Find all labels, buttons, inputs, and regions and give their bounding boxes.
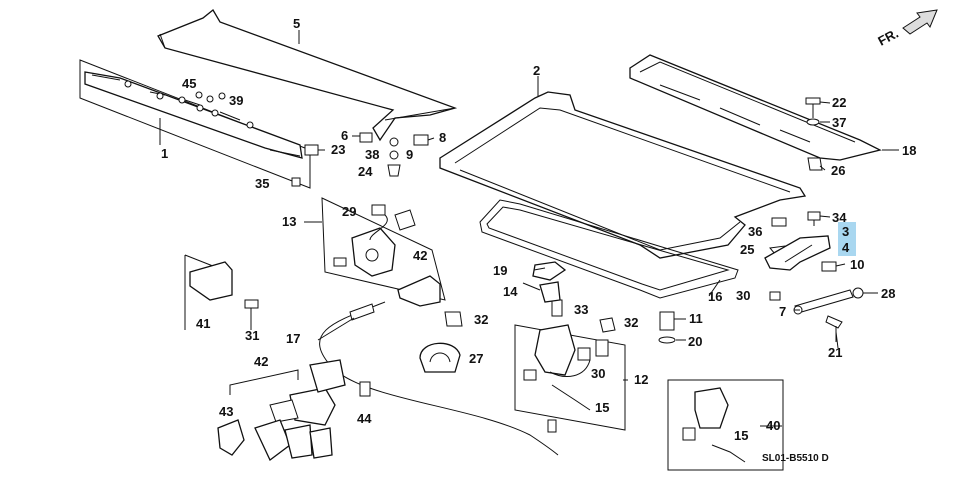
bumper-11-21 (658, 311, 676, 344)
lock-detail-box (667, 379, 784, 471)
callout-5: 5 (293, 16, 300, 31)
front-direction-arrow: FR. (875, 9, 938, 49)
callout-41: 40 (766, 418, 780, 433)
callout-24: 23 (331, 142, 345, 157)
callout-27: 26 (831, 163, 845, 178)
bolts-32-33 (444, 311, 616, 333)
clips-46-40 (195, 91, 226, 103)
hinge-part (764, 235, 837, 272)
striker-bracket-part (532, 261, 567, 303)
callout-28: 27 (469, 351, 483, 366)
callout-labels: 1 2 3 4 5 6 7 8 9 10 11 12 13 14 15 15 1… (161, 16, 916, 443)
callout-29: 28 (881, 286, 895, 301)
rear-trim-part (629, 54, 882, 161)
weatherstrip-part (479, 199, 739, 299)
callout-8: 8 (439, 130, 446, 145)
callout-31: 30 (736, 288, 750, 303)
callout-11: 11 (689, 311, 703, 326)
callout-14: 14 (503, 284, 518, 299)
callout-42-b: 42 (413, 248, 427, 263)
callout-18: 17 (286, 331, 300, 346)
callout-9: 9 (406, 147, 413, 162)
leader-lines (159, 30, 899, 427)
callout-38: 37 (832, 115, 846, 130)
callout-2: 2 (533, 63, 540, 78)
callout-25: 24 (358, 164, 373, 179)
lock-assembly-box (514, 299, 626, 431)
callout-37: 36 (748, 224, 762, 239)
cable-clamp-part (419, 342, 461, 373)
callout-35: 34 (832, 210, 847, 225)
callout-23: 22 (832, 95, 846, 110)
callout-6: 6 (341, 128, 348, 143)
callout-43: 42 (254, 354, 268, 369)
callout-45: 44 (357, 411, 372, 426)
callout-46: 45 (182, 76, 196, 91)
small-parts-center (291, 132, 429, 187)
diagram-code: SL01-B5510 D (762, 453, 829, 464)
callout-12: 12 (634, 372, 648, 387)
spoiler-part (157, 9, 458, 142)
callout-30-b: 30 (591, 366, 605, 381)
callout-44: 43 (219, 404, 233, 419)
callout-42-a: 41 (196, 316, 210, 331)
key-cylinder-group (217, 359, 371, 461)
left-latch-part (184, 254, 259, 330)
callout-16: 16 (708, 289, 722, 304)
callout-10: 10 (850, 257, 864, 272)
callout-4: 4 (842, 240, 850, 255)
callout-39: 38 (365, 147, 379, 162)
callout-34: 33 (574, 302, 588, 317)
callout-32-a: 31 (245, 328, 259, 343)
callout-19: 18 (902, 143, 916, 158)
callout-22: 21 (828, 345, 842, 360)
callout-20: 19 (493, 263, 507, 278)
callout-30-a: 29 (342, 204, 356, 219)
latch-assembly-box (321, 197, 446, 307)
release-cable-part (319, 301, 559, 456)
callout-21: 20 (688, 334, 702, 349)
callout-36: 35 (255, 176, 269, 191)
callout-7: 7 (779, 304, 786, 319)
trunk-lid-part (439, 91, 807, 259)
callout-3: 3 (842, 224, 849, 239)
callout-3-4-highlight (838, 222, 856, 256)
callout-32-b: 32 (474, 312, 488, 327)
callout-1: 1 (161, 146, 168, 161)
gas-strut-part (769, 287, 864, 342)
callout-40: 39 (229, 93, 243, 108)
spoiler-subassembly (79, 59, 311, 189)
front-direction-label: FR. (875, 26, 901, 49)
callout-15-b: 15 (734, 428, 748, 443)
callout-13: 13 (282, 214, 296, 229)
callout-26: 25 (740, 242, 754, 257)
callout-15-a: 15 (595, 400, 609, 415)
callout-33: 32 (624, 315, 638, 330)
